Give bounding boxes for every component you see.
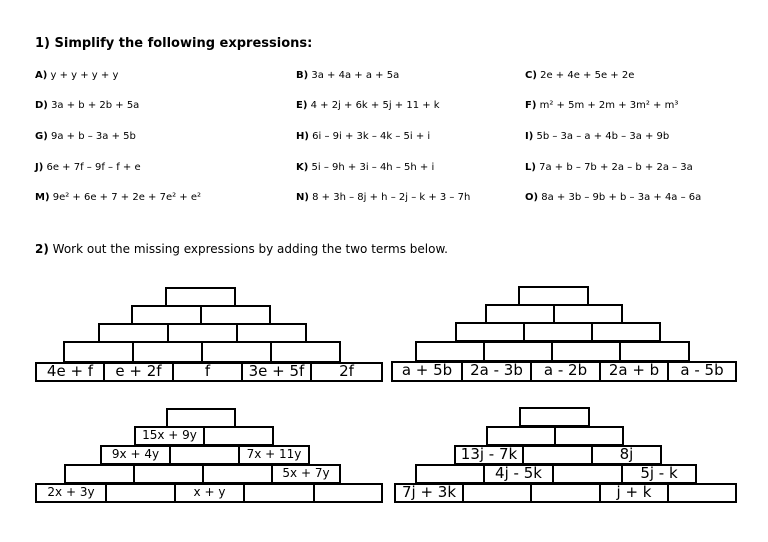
brick[interactable]: 4e + f xyxy=(35,362,105,382)
brick[interactable]: a - 5b xyxy=(667,361,737,382)
q1-item-b: B) 3a + 4a + a + 5a xyxy=(296,70,400,81)
brick[interactable] xyxy=(552,464,623,484)
q1-item-f: F) m² + 5m + 2m + 3m² + m³ xyxy=(525,100,679,111)
brick[interactable] xyxy=(554,426,624,446)
brick[interactable]: 5j - k xyxy=(621,464,697,484)
brick[interactable]: 13j - 7k xyxy=(454,445,524,465)
brick[interactable]: x + y xyxy=(174,483,245,503)
brick[interactable]: 2a + b xyxy=(599,361,669,382)
q1-item-o: O) 8a + 3b – 9b + b – 3a + 4a – 6a xyxy=(525,192,702,203)
q1-item-k: K) 5i – 9h + 3i – 4h – 5h + i xyxy=(296,162,435,173)
brick[interactable] xyxy=(667,483,737,503)
brick[interactable]: 9x + 4y xyxy=(100,445,171,465)
brick[interactable] xyxy=(519,407,590,427)
brick[interactable]: 2x + 3y xyxy=(35,483,107,503)
brick[interactable] xyxy=(530,483,601,503)
q1-item-j: J) 6e + 7f – 9f – f + e xyxy=(35,162,141,173)
brick[interactable] xyxy=(486,426,556,446)
brick[interactable] xyxy=(313,483,383,503)
question-2-title: 2) Work out the missing expressions by a… xyxy=(35,242,448,256)
q1-item-m: M) 9e² + 6e + 7 + 2e + 7e² + e² xyxy=(35,192,201,203)
q1-item-g: G) 9a + b – 3a + 5b xyxy=(35,131,136,142)
brick[interactable]: 2a - 3b xyxy=(461,361,532,382)
brick[interactable] xyxy=(415,464,485,484)
brick[interactable]: a + 5b xyxy=(391,361,463,382)
brick[interactable]: j + k xyxy=(599,483,669,503)
q1-item-e: E) 4 + 2j + 6k + 5j + 11 + k xyxy=(296,100,440,111)
q1-item-h: H) 6i – 9i + 3k – 4k – 5i + i xyxy=(296,131,431,142)
brick[interactable]: 3e + 5f xyxy=(241,362,312,382)
q1-item-c: C) 2e + 4e + 5e + 2e xyxy=(525,70,635,81)
q1-item-a: A) y + y + y + y xyxy=(35,70,119,81)
brick[interactable] xyxy=(462,483,532,503)
brick[interactable]: e + 2f xyxy=(103,362,174,382)
brick[interactable]: 5x + 7y xyxy=(271,464,341,484)
q1-item-i: I) 5b – 3a – a + 4b – 3a + 9b xyxy=(525,131,670,142)
brick[interactable]: 4j - 5k xyxy=(483,464,554,484)
brick[interactable] xyxy=(522,445,593,465)
brick[interactable]: 2f xyxy=(310,362,383,382)
q1-item-n: N) 8 + 3h – 8j + h – 2j – k + 3 – 7h xyxy=(296,192,471,203)
q1-item-l: L) 7a + b – 7b + 2a – b + 2a – 3a xyxy=(525,162,693,173)
q1-item-d: D) 3a + b + 2b + 5a xyxy=(35,100,140,111)
question-1-title: 1) Simplify the following expressions: xyxy=(35,36,313,51)
brick[interactable]: 7j + 3k xyxy=(394,483,464,503)
brick[interactable]: 8j xyxy=(591,445,662,465)
